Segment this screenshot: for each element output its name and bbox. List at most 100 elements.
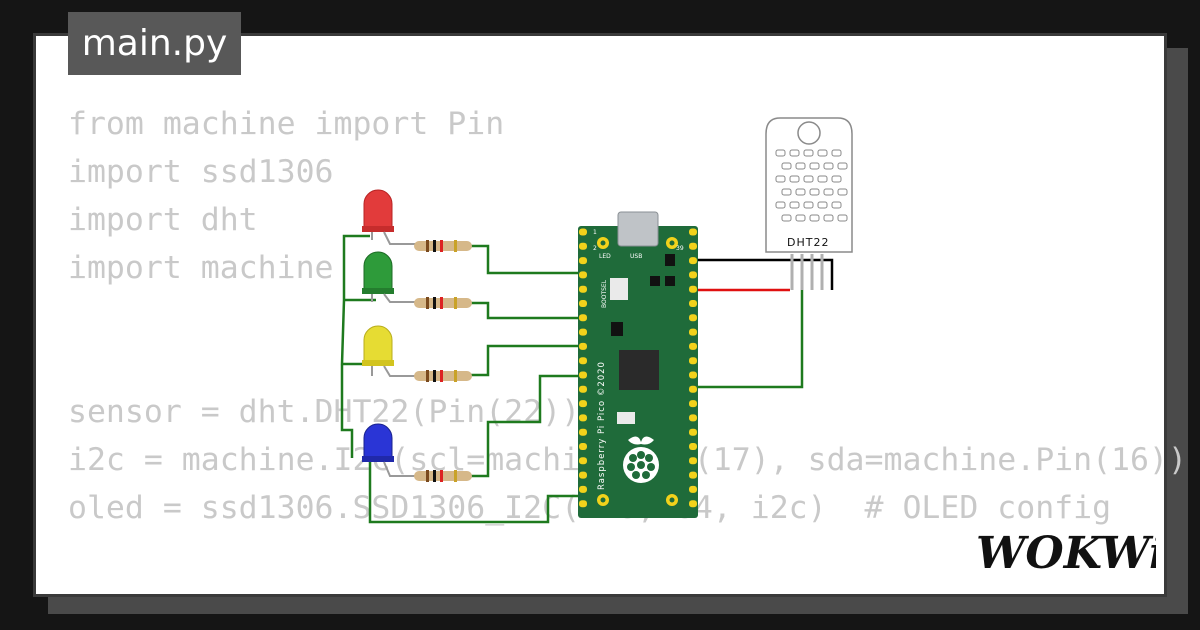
pin-pad	[579, 414, 587, 422]
pin-pad	[579, 385, 587, 393]
resistor-2[interactable]	[414, 297, 472, 309]
wokwi-logo: WOKWi	[976, 528, 1156, 578]
code-line: import ssd1306	[68, 154, 334, 190]
wire-blue-led	[470, 374, 588, 478]
resistor-3[interactable]	[414, 370, 472, 382]
pin-pad	[579, 228, 587, 236]
silk-led: LED	[599, 253, 611, 260]
sensor-vent	[809, 188, 820, 196]
pin-pad	[689, 342, 697, 350]
raspberry-pi-pico-board[interactable]: LED USB 1 2 39 BOOTSEL Raspberry Pi Pico…	[578, 211, 698, 518]
pin-pad	[579, 257, 587, 265]
sensor-vent	[837, 188, 848, 196]
sensor-vent	[775, 149, 786, 157]
pin-pad	[689, 385, 697, 393]
sensor-vent	[803, 149, 814, 157]
sensor-vent	[781, 162, 792, 170]
sensor-vent	[789, 201, 800, 209]
pin-pad	[689, 314, 697, 322]
sensor-vent	[803, 175, 814, 183]
file-tab[interactable]: main.py	[68, 12, 241, 75]
sensor-vent	[789, 149, 800, 157]
yellow-led[interactable]	[362, 325, 418, 377]
silk-board-name: Raspberry Pi Pico ©2020	[597, 361, 607, 490]
sensor-vent	[781, 214, 792, 222]
pin-pad	[689, 500, 697, 508]
pin-pad	[579, 500, 587, 508]
sensor-vent	[809, 162, 820, 170]
pin-pad	[579, 485, 587, 493]
pin-pad	[579, 271, 587, 279]
green-led[interactable]	[362, 251, 418, 303]
pin-pad	[579, 457, 587, 465]
pin-pad	[579, 314, 587, 322]
wire-yellow-led	[470, 344, 588, 377]
sensor-vent	[781, 188, 792, 196]
sensor-vent	[831, 175, 842, 183]
code-background: from machine import Pin import ssd1306 imp…	[68, 100, 1187, 532]
pin-pad	[579, 300, 587, 307]
pin-label-39: 39	[676, 245, 684, 252]
usb-connector	[617, 211, 659, 247]
code-line: import machine	[68, 250, 334, 286]
pin-pad	[579, 357, 587, 365]
sensor-vent	[789, 175, 800, 183]
pin-pad	[689, 457, 697, 465]
pin-pad	[689, 242, 697, 250]
pin-pad	[689, 300, 697, 307]
sensor-vent	[795, 188, 806, 196]
sensor-vent	[775, 201, 786, 209]
pin-pad	[689, 443, 697, 450]
pin-pad	[579, 285, 587, 293]
pin-pad	[689, 271, 697, 279]
red-led[interactable]	[362, 189, 418, 245]
pin-pad	[579, 471, 587, 479]
pin-pad	[689, 428, 697, 436]
pin-pad	[579, 328, 587, 336]
wire-red-led	[470, 244, 588, 275]
wire-dht-data	[690, 282, 804, 389]
sensor-vent	[823, 188, 834, 196]
pin-pad	[579, 242, 587, 250]
sensor-vent	[817, 149, 828, 157]
sensor-label: DHT22	[787, 236, 829, 249]
silk-bootsel: BOOTSEL	[601, 279, 608, 308]
sensor-vent	[809, 214, 820, 222]
raspberry-logo	[623, 436, 659, 483]
pin-pad	[579, 400, 587, 408]
pin-pad	[579, 443, 587, 450]
pin-pad	[689, 257, 697, 265]
pin-pad	[689, 414, 697, 422]
code-line: oled = ssd1306.SSD1306_I2C(128, 64, i2c)…	[68, 490, 1112, 526]
dht22-sensor[interactable]: DHT22	[765, 117, 853, 290]
wire-green-led	[470, 301, 588, 320]
rp2040-chip	[619, 350, 659, 390]
pin-pad	[579, 428, 587, 436]
pin-pad	[579, 371, 587, 379]
sensor-vent	[837, 214, 848, 222]
pin-pad	[689, 371, 697, 379]
sensor-vent	[795, 214, 806, 222]
resistor-1[interactable]	[414, 240, 472, 252]
blue-led[interactable]	[362, 423, 418, 477]
pin-pad	[689, 485, 697, 493]
pin-pad	[689, 471, 697, 479]
sensor-vent	[803, 201, 814, 209]
wire-power-black	[690, 258, 834, 290]
pin-pad	[579, 342, 587, 350]
sensor-vent	[817, 201, 828, 209]
pin-pad	[689, 228, 697, 236]
resistor-4[interactable]	[414, 470, 472, 482]
sensor-vent	[817, 175, 828, 183]
silk-usb: USB	[630, 253, 642, 260]
pin-pad	[689, 400, 697, 408]
sensor-vent	[795, 162, 806, 170]
bootsel-button	[610, 278, 628, 300]
pin-pad	[689, 328, 697, 336]
pin-label-2: 2	[593, 245, 597, 252]
code-line: import dht	[68, 202, 258, 238]
wires	[340, 234, 804, 524]
code-line: from machine import Pin	[68, 106, 505, 142]
pin-pad	[689, 357, 697, 365]
code-line: sensor = dht.DHT22(Pin(22))	[68, 394, 581, 430]
